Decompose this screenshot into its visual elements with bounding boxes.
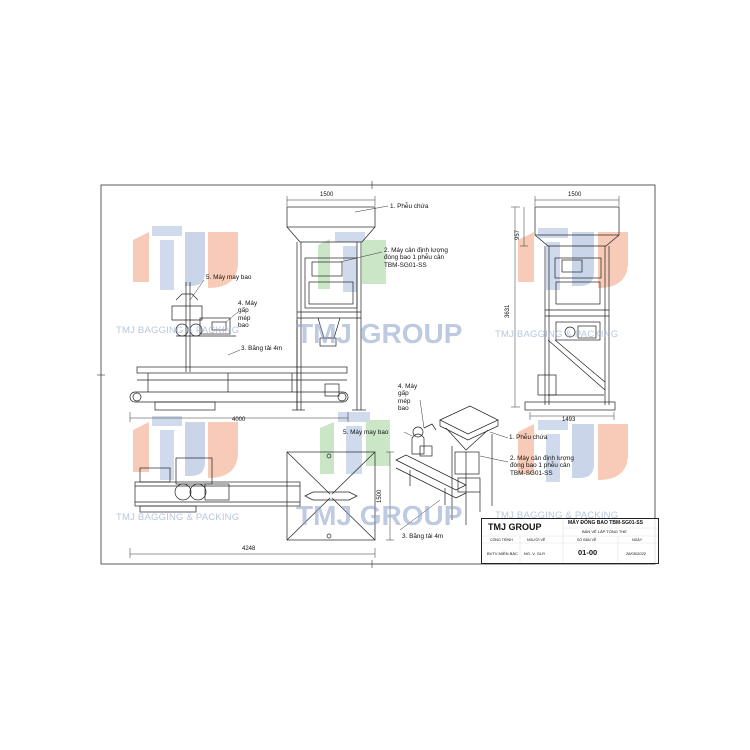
tb-drawing-no: 01-00 <box>578 548 598 557</box>
dim-plan-width: 1500 <box>377 489 383 503</box>
dim-side-base: 1493 <box>562 417 576 423</box>
tb-col-drawer: NGƯỜI VẼ <box>527 538 546 542</box>
side-dimension-lines <box>511 196 620 420</box>
tb-drawing-subtitle: BẢN VẼ LẮP TỔNG THỂ <box>582 529 627 534</box>
label-scale-top: 2. Máy cân định lượng đóng bao 1 phễu câ… <box>384 247 448 269</box>
label-conveyor-top: 3. Băng tải 4m <box>241 345 283 352</box>
side-elevation-view <box>524 206 620 411</box>
watermark-tagline-left-bottom: TMJ BAGGING & PACKING <box>116 512 240 523</box>
label-scale-iso: 2. Máy cân định lượng đóng bao 1 phễu câ… <box>510 455 574 477</box>
label-folder-iso: 4. Máy gấp mép bao <box>398 383 418 413</box>
label-hopper-iso: 1. Phễu chứa <box>509 434 548 441</box>
tb-date: 28/05/2022 <box>626 551 647 556</box>
plan-dimension-lines <box>129 451 394 558</box>
plan-view <box>134 451 376 541</box>
sheet-border <box>100 184 656 565</box>
watermark-brand-bottom: TMJ GROUP <box>296 500 463 531</box>
label-conveyor-iso: 3. Băng tải 4m <box>402 533 444 540</box>
dim-front-top-width: 1500 <box>320 192 334 198</box>
dim-side-height: 3631 <box>505 304 511 318</box>
label-sewing-iso: 5. Máy may bao <box>343 429 389 436</box>
tb-company: TMJ GROUP <box>488 522 542 532</box>
tb-col-project: CÔNG TRÌNH <box>490 538 513 542</box>
tb-drawing-title: MÁY ĐÓNG BAO TBM-SG01-SS <box>568 520 643 526</box>
leader-lines <box>189 205 509 531</box>
label-folder-top: 4. Máy gấp mép bao <box>238 300 258 330</box>
front-dimension-lines <box>129 196 376 422</box>
watermark-brand-top: TMJ GROUP <box>296 318 463 349</box>
dim-front-length: 4000 <box>232 417 246 423</box>
tb-drawer: NG. V. GUY <box>524 551 546 556</box>
tb-col-date: NGÀY <box>632 538 643 542</box>
title-block: TMJ GROUP MÁY ĐÓNG BAO TBM-SG01-SS BẢN V… <box>481 518 659 564</box>
tb-col-drawing-no: SỐ BẢN VẼ <box>577 538 597 542</box>
watermark-logos <box>133 226 628 482</box>
watermark-tagline-right-top: TMJ BAGGING & PACKING <box>495 329 619 340</box>
front-elevation-view <box>129 206 376 411</box>
watermark-tagline-left-top: TMJ BAGGING & PACKING <box>116 325 240 336</box>
tb-project: BVTV MIỀN BẮC <box>487 551 518 556</box>
label-hopper-top: 1. Phễu chứa <box>390 203 429 210</box>
isometric-view <box>395 405 499 525</box>
dim-plan-length: 4248 <box>242 546 256 552</box>
watermark-tagline-right-bottom: TMJ BAGGING & PACKING <box>495 510 619 521</box>
dim-side-top-width: 1500 <box>568 192 582 198</box>
dim-side-hopper-height: 957 <box>515 229 521 240</box>
label-sewing-top: 5. Máy may bao <box>206 274 252 281</box>
